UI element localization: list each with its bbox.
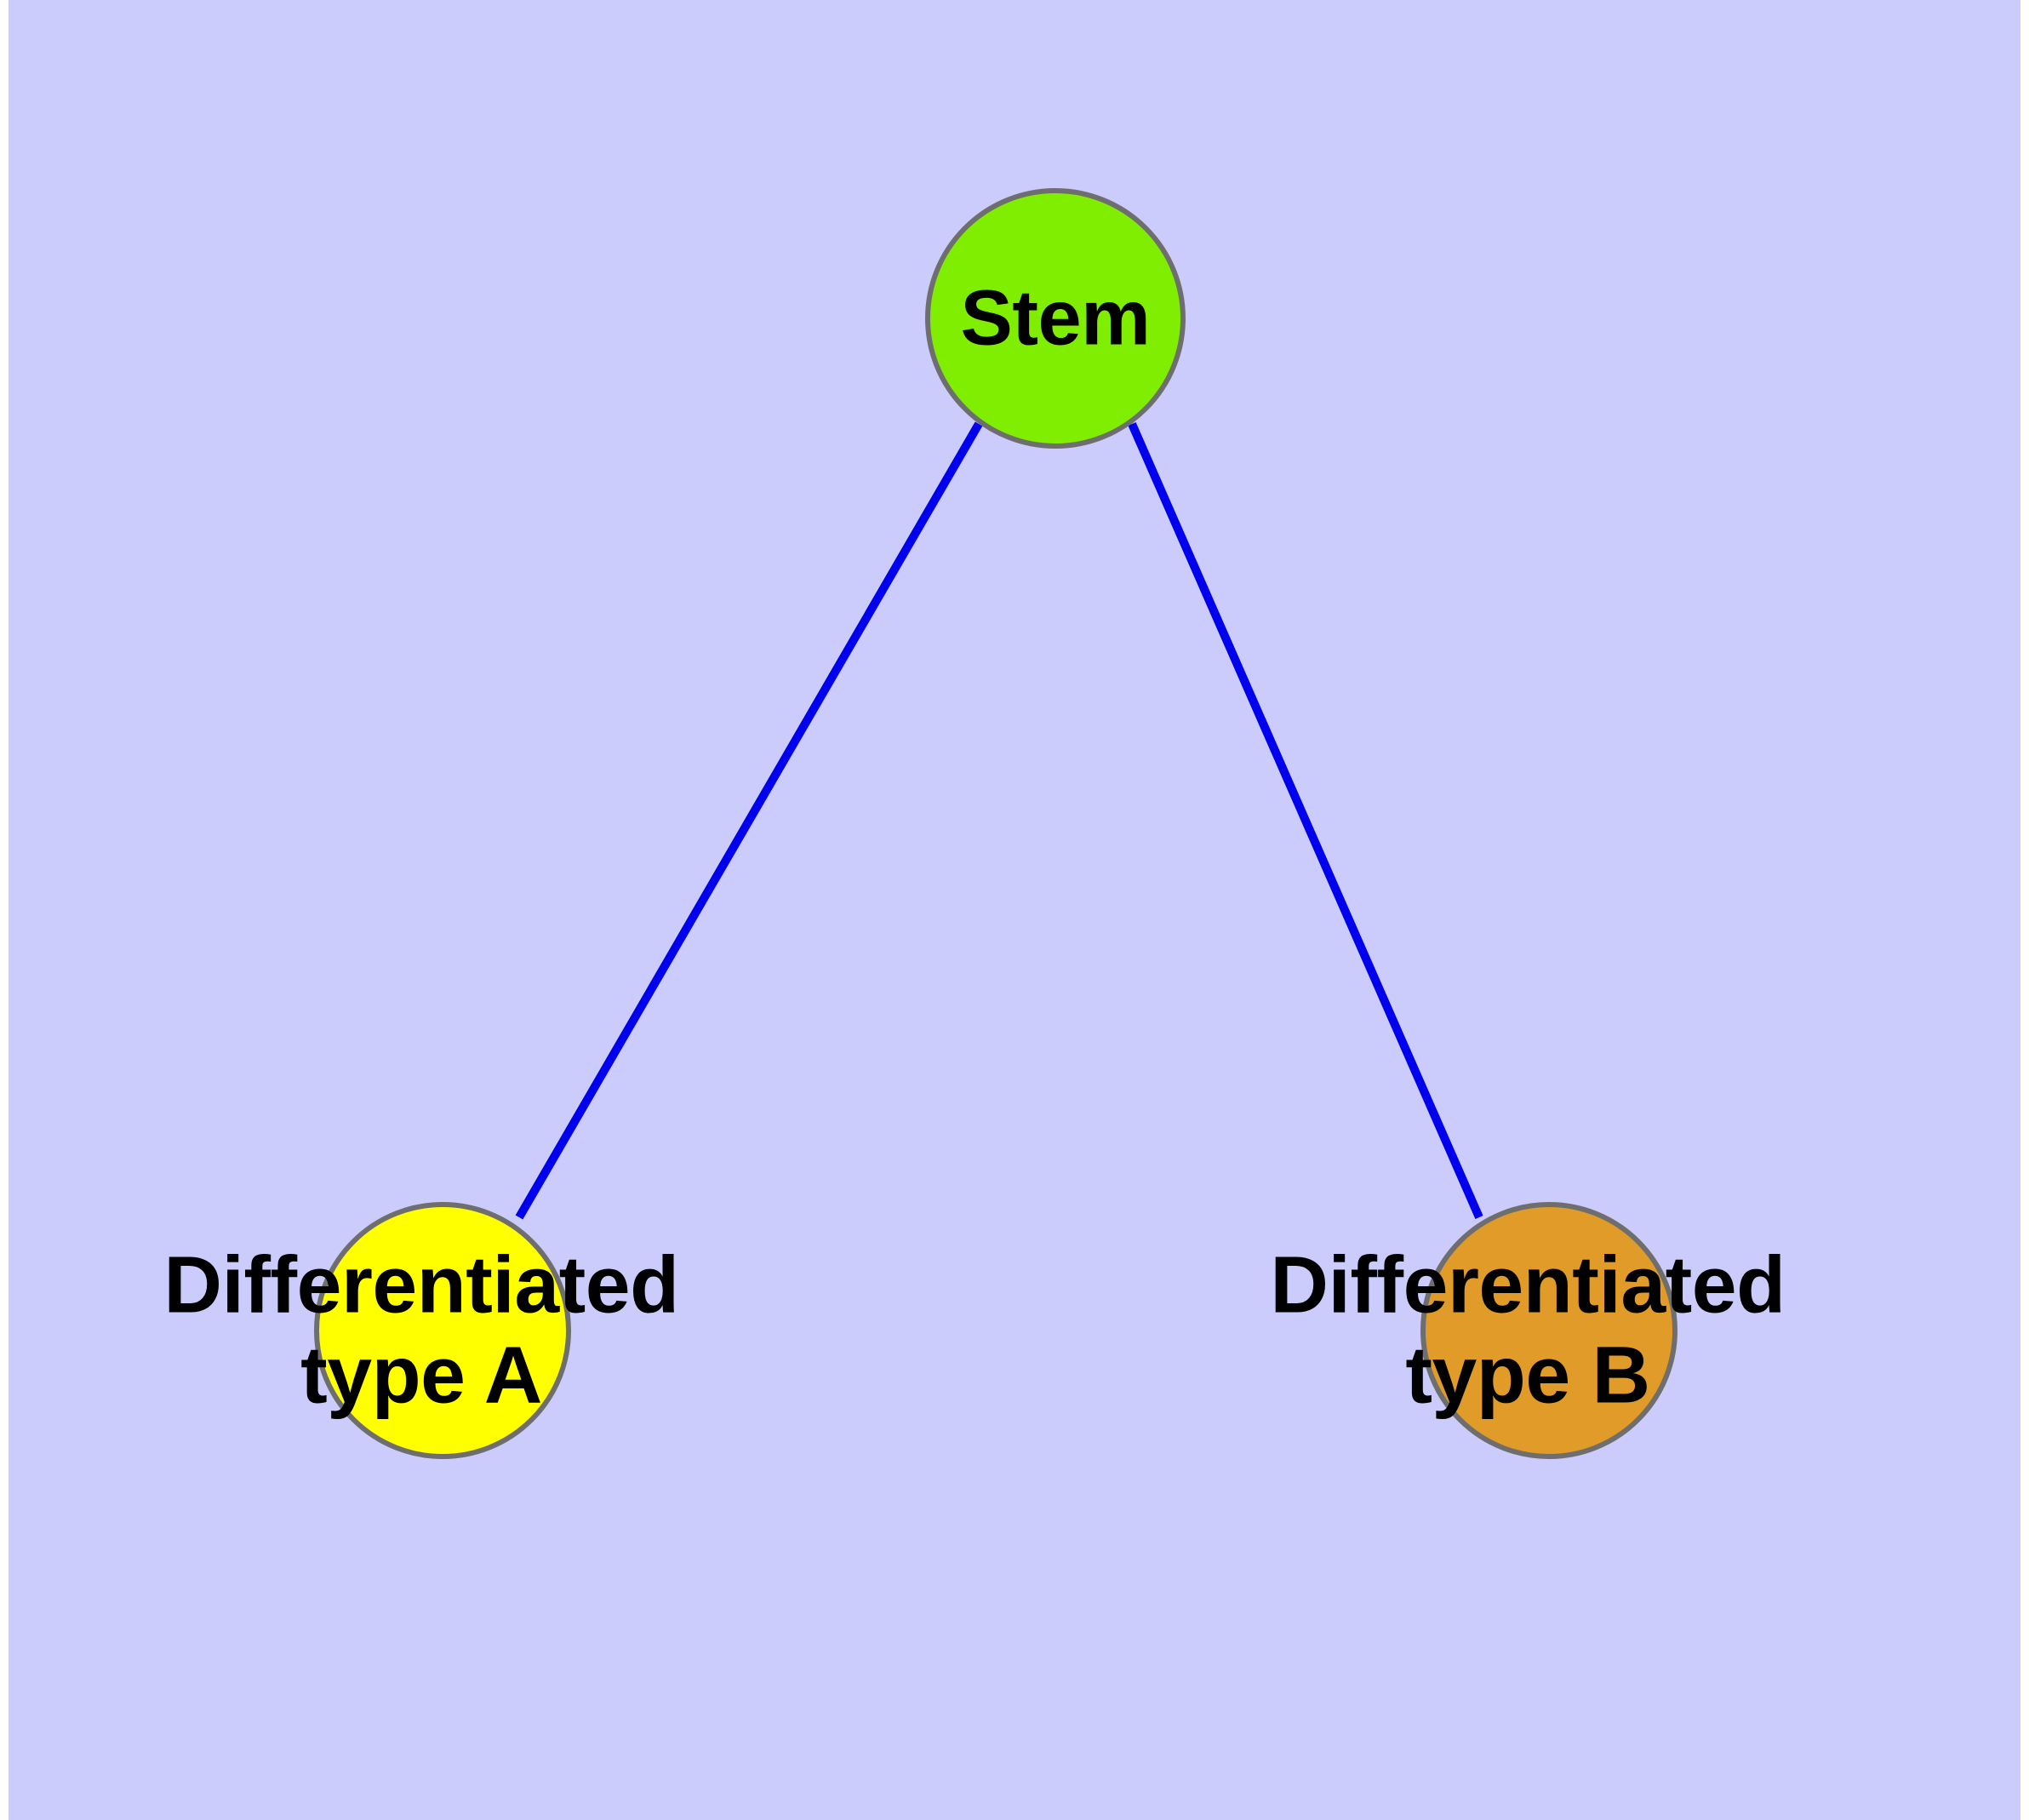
edge-layer [515, 421, 1483, 1220]
node-stem[interactable] [925, 188, 1186, 449]
edge-stem-to-diff-a [515, 421, 983, 1220]
node-label-diff-a: Differentiated type A [163, 1239, 679, 1421]
node-diff-a[interactable] [314, 1202, 571, 1459]
edge-stem-to-diff-b [1128, 421, 1483, 1220]
node-diff-b[interactable] [1420, 1202, 1677, 1459]
node-label-diff-b: Differentiated type B [1270, 1239, 1786, 1421]
node-label-stem: Stem [960, 274, 1151, 362]
node-layer [314, 188, 1677, 1459]
